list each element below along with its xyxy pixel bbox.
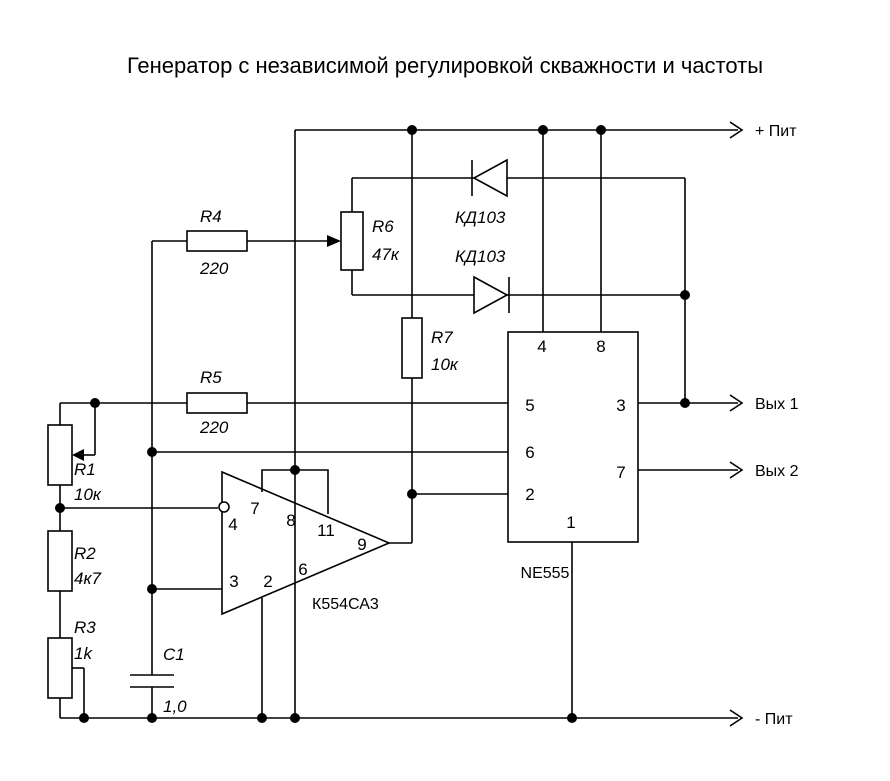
c1-label: C1	[163, 645, 185, 664]
ne555-pin-2: 2	[525, 485, 534, 504]
diode-2	[473, 275, 510, 315]
comparator-pin-4: 4	[228, 515, 237, 534]
plus-supply-rail	[295, 121, 744, 139]
r4-value: 220	[199, 259, 229, 278]
junction-dots	[55, 125, 690, 723]
comparator-pin-3: 3	[229, 572, 238, 591]
r6-value: 47к	[372, 245, 400, 264]
r7-resistor	[401, 317, 423, 379]
r3-label: R3	[74, 618, 96, 637]
comparator-pin-7: 7	[250, 499, 259, 518]
r6-resistor	[340, 211, 364, 271]
output-1-label: Вых 1	[755, 396, 799, 413]
comparator-pin-2: 2	[263, 572, 272, 591]
ne555-chip	[507, 331, 639, 543]
r1-label: R1	[74, 460, 96, 479]
output-2-line	[638, 461, 744, 479]
r5-label: R5	[200, 368, 222, 387]
ne555-pin-8: 8	[596, 337, 605, 356]
minus-supply-label: - Пит	[755, 711, 793, 728]
ne555-pin-5: 5	[525, 396, 534, 415]
comparator-pin-11: 11	[317, 521, 335, 540]
ne555-pin-4: 4	[537, 337, 546, 356]
c1-value: 1,0	[163, 697, 187, 716]
comparator-pin-6: 6	[298, 560, 307, 579]
r2-value: 4к7	[74, 569, 101, 588]
r5-resistor	[186, 392, 248, 414]
comparator-inverting-bubble	[218, 501, 230, 513]
diode-2-label: КД103	[455, 247, 506, 266]
r4-label: R4	[200, 207, 222, 226]
r4-resistor	[186, 230, 248, 252]
k554ca3-comparator	[221, 470, 392, 616]
r3-potentiometer	[47, 637, 73, 699]
comparator-pin-8: 8	[286, 511, 295, 530]
r7-label: R7	[431, 328, 453, 347]
ne555-pin-1: 1	[566, 513, 575, 532]
r7-value: 10к	[431, 355, 459, 374]
comparator-pin-9: 9	[357, 535, 366, 554]
r2-resistor	[47, 530, 73, 592]
r2-label: R2	[74, 544, 96, 563]
r6-label: R6	[372, 217, 394, 236]
minus-supply-rail	[60, 709, 744, 727]
ne555-label: NE555	[521, 565, 570, 582]
r1-potentiometer	[47, 424, 73, 486]
ne555-pin-7: 7	[616, 463, 625, 482]
diagram-title: Генератор с независимой регулировкой скв…	[127, 53, 763, 78]
r1-value: 10к	[74, 485, 102, 504]
r6-wiper-arrow	[327, 235, 341, 247]
r3-value: 1k	[74, 644, 93, 663]
r5-value: 220	[199, 418, 229, 437]
k554ca3-label: К554СА3	[312, 596, 379, 613]
diode-1-label: КД103	[455, 208, 506, 227]
ne555-pin-3: 3	[616, 396, 625, 415]
output-2-label: Вых 2	[755, 463, 799, 480]
r1-wiper-arrow	[72, 449, 84, 461]
plus-supply-label: + Пит	[755, 123, 797, 140]
diode-1	[471, 158, 508, 198]
ne555-pin-6: 6	[525, 443, 534, 462]
